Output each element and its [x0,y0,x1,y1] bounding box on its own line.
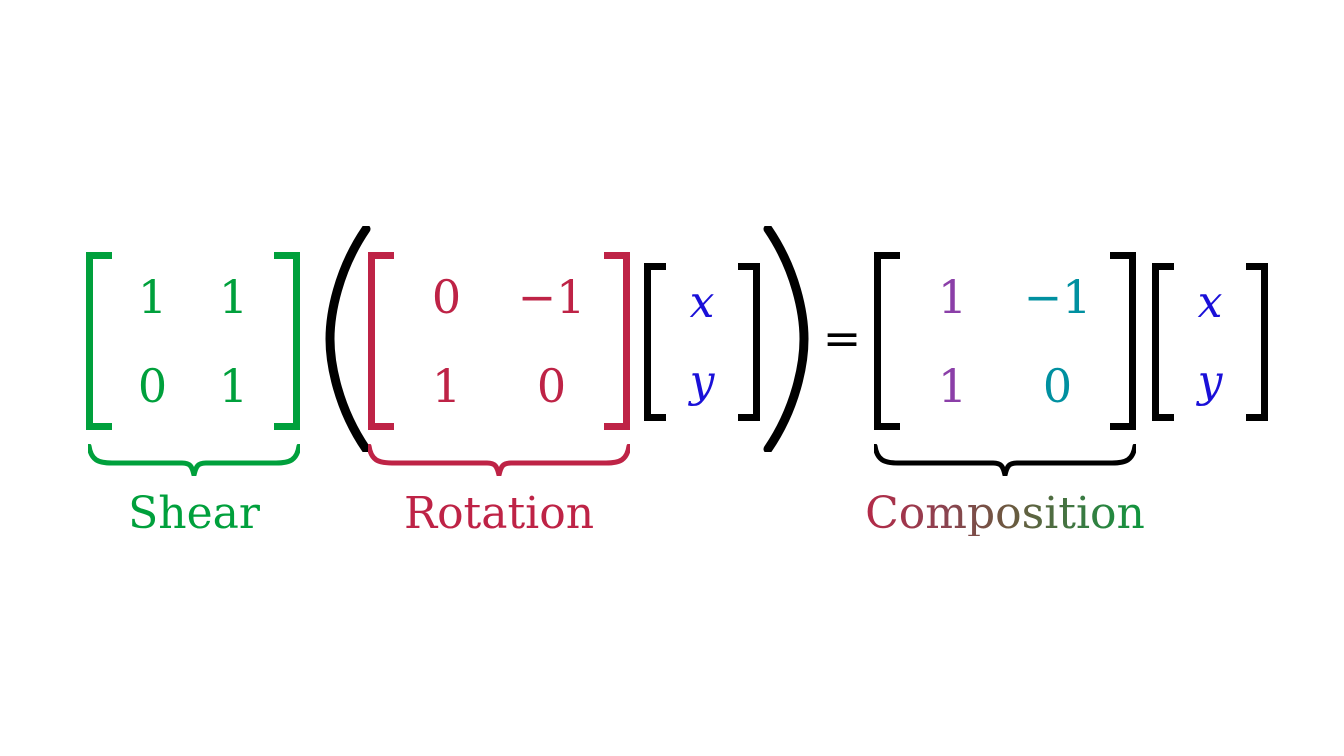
composition-underbrace [874,444,1136,476]
composition-left-bracket [874,252,900,430]
rotation-right-bracket [604,252,630,430]
input-vector-right-cells: x y [1174,263,1246,421]
shear-label: Shear [128,488,260,539]
shear-underbrace [88,444,300,476]
rotation-cell-r0c0: 0 [431,269,462,324]
composition-cell-r0c1: −1 [1023,269,1092,324]
input-vector-right-y: y [1197,355,1223,407]
input-vector-left-open-bracket [644,263,666,421]
composition-matrix: 1 −1 1 0 [874,252,1136,430]
shear-left-bracket [86,252,112,430]
input-vector-right: x y [1152,263,1268,421]
rotation-label: Rotation [403,488,595,539]
rotation-cell-r0c1: −1 [517,269,586,324]
rotation-cell-r1c0: 1 [431,358,462,413]
shear-cell-r0c0: 1 [137,269,168,324]
input-vector-left-y: y [689,355,715,407]
input-vector-right-close-bracket [1246,263,1268,421]
input-vector-right-x: x [1197,276,1223,328]
shear-cell-r1c1: 1 [218,358,249,413]
shear-right-bracket [274,252,300,430]
composition-cells: 1 −1 1 0 [900,252,1110,430]
rotation-underbrace [368,444,630,476]
input-vector-left-x: x [689,276,715,328]
composition-cell-r1c0: 1 [937,358,968,413]
input-vector-left-close-bracket [738,263,760,421]
shear-cell-r1c0: 0 [137,358,168,413]
input-vector-right-open-bracket [1152,263,1174,421]
shear-matrix: 1 1 0 1 [86,252,300,430]
composition-right-bracket [1110,252,1136,430]
input-vector-left: x y [644,263,760,421]
rotation-cells: 0 −1 1 0 [394,252,604,430]
input-vector-left-cells: x y [666,263,738,421]
shear-cells: 1 1 0 1 [112,252,274,430]
rotation-cell-r1c1: 0 [536,358,567,413]
equals-sign: = [822,311,862,365]
open-paren [322,226,374,452]
composition-cell-r1c1: 0 [1042,358,1073,413]
composition-label: Composition [846,492,1164,536]
rotation-left-bracket [368,252,394,430]
close-paren [760,226,812,452]
composition-cell-r0c0: 1 [937,269,968,324]
rotation-matrix: 0 −1 1 0 [368,252,630,430]
shear-cell-r0c1: 1 [218,269,249,324]
